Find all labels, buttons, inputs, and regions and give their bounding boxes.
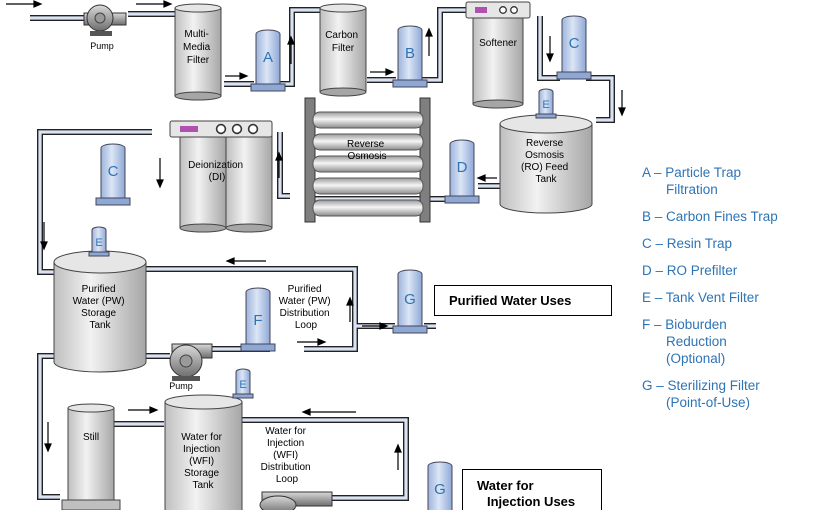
- ro-feed-tank: Reverse Osmosis (RO) Feed Tank: [499, 114, 593, 214]
- ro-feed-tank-label: Reverse Osmosis (RO) Feed Tank: [521, 138, 571, 185]
- flow-arrow: [394, 443, 402, 470]
- filter-e-ro-tank: E: [535, 88, 557, 119]
- still-label: Still: [83, 432, 99, 443]
- injection-uses-box: Water for Injection Uses: [462, 469, 602, 510]
- flow-arrow: [476, 174, 497, 182]
- flow-arrow: [275, 151, 283, 178]
- legend-item-a: A – Particle Trap Filtration: [642, 165, 742, 197]
- pw-distribution-loop-label: Purified Water (PW) Distribution Loop: [279, 284, 334, 331]
- flow-arrow: [136, 0, 173, 8]
- legend-item-g: G – Sterilizing Filter (Point-of-Use): [642, 378, 760, 410]
- reverse-osmosis-unit: Reverse Osmosis: [304, 97, 431, 223]
- filter-d-letter: D: [457, 159, 468, 176]
- carbon-filter-label: Carbon Filter: [325, 30, 361, 54]
- filter-f-letter: F: [253, 312, 262, 329]
- legend-item-d: D – RO Prefilter: [642, 263, 738, 278]
- legend-item-f: F – Bioburden Reduction (Optional): [642, 317, 727, 366]
- pump-top: Pump: [83, 4, 127, 51]
- multimedia-filter-label: Multi- Media Filter: [183, 29, 213, 66]
- flow-arrow: [297, 338, 327, 346]
- flow-arrow: [618, 90, 626, 117]
- flow-arrow: [362, 322, 389, 330]
- flow-arrow: [425, 27, 433, 56]
- flow-arrow: [44, 422, 52, 453]
- filter-d: D: [444, 139, 480, 204]
- flow-arrow: [546, 36, 554, 63]
- softener: Softener: [465, 1, 531, 109]
- wfi-storage-tank-label: Water for Injection (WFI) Storage Tank: [181, 432, 225, 491]
- legend-item-c: C – Resin Trap: [642, 236, 733, 251]
- filter-g-pw-letter: G: [404, 291, 416, 308]
- flow-arrow: [156, 158, 164, 189]
- filter-g-pw: G: [392, 269, 428, 334]
- filter-c-di-letter: C: [108, 163, 119, 180]
- filter-e-wfi-tank: E: [232, 368, 254, 399]
- pump-wfi: [259, 491, 333, 510]
- pump-pw: Pump: [169, 343, 213, 391]
- flow-arrow: [128, 406, 159, 414]
- reverse-osmosis-label: Reverse Osmosis: [347, 139, 387, 162]
- purified-water-uses-label: Purified Water Uses: [449, 293, 572, 308]
- flow-arrow: [287, 35, 295, 64]
- wfi-storage-tank: Water for Injection (WFI) Storage Tank: [164, 394, 243, 510]
- filter-f: F: [240, 287, 276, 352]
- deionization-unit: Deionization (DI): [169, 120, 273, 233]
- pw-storage-tank-label: Purified Water (PW) Storage Tank: [73, 284, 128, 331]
- filter-e-pw-tank: E: [88, 226, 110, 257]
- softener-label: Softener: [479, 38, 517, 49]
- filter-b: B: [392, 25, 428, 88]
- piping-network: [30, 7, 615, 501]
- multimedia-filter: Multi- Media Filter: [174, 3, 222, 101]
- injection-uses-line-2: Injection Uses: [487, 494, 576, 509]
- flow-arrow: [225, 72, 249, 80]
- purified-water-uses-box: Purified Water Uses: [434, 285, 612, 316]
- flow-arrow: [370, 68, 395, 76]
- filter-e-wfi-letter: E: [239, 379, 246, 391]
- filter-a: A: [250, 29, 286, 92]
- deionization-label: Deionization (DI): [188, 160, 246, 183]
- legend-item-b: B – Carbon Fines Trap: [642, 209, 778, 224]
- pump-top-label: Pump: [90, 41, 114, 51]
- filter-b-letter: B: [405, 45, 415, 62]
- carbon-filter: Carbon Filter: [319, 3, 367, 97]
- flow-arrow: [225, 257, 266, 265]
- pw-storage-tank: Purified Water (PW) Storage Tank: [53, 250, 147, 373]
- filter-e-pw-letter: E: [95, 237, 102, 249]
- filter-c-top: C: [556, 15, 592, 80]
- flow-arrows: [6, 0, 626, 470]
- filter-e-ro-letter: E: [542, 99, 549, 111]
- wfi-distribution-loop-label: Water for Injection (WFI) Distribution L…: [261, 426, 314, 485]
- filter-c-di: C: [95, 143, 131, 206]
- filter-a-letter: A: [263, 49, 273, 66]
- still: Still: [61, 403, 121, 510]
- flow-arrow: [6, 0, 43, 8]
- filter-g-wfi: G: [427, 461, 453, 510]
- flow-arrow: [40, 222, 48, 251]
- flow-arrow: [346, 296, 354, 322]
- filter-legend: A – Particle Trap Filtration B – Carbon …: [642, 164, 825, 421]
- filter-c-top-letter: C: [569, 35, 580, 52]
- injection-uses-line-1: Water for: [477, 478, 534, 493]
- pump-pw-label: Pump: [169, 381, 193, 391]
- flow-arrow: [301, 408, 356, 416]
- legend-item-e: E – Tank Vent Filter: [642, 290, 759, 305]
- filter-g-wfi-letter: G: [434, 481, 446, 498]
